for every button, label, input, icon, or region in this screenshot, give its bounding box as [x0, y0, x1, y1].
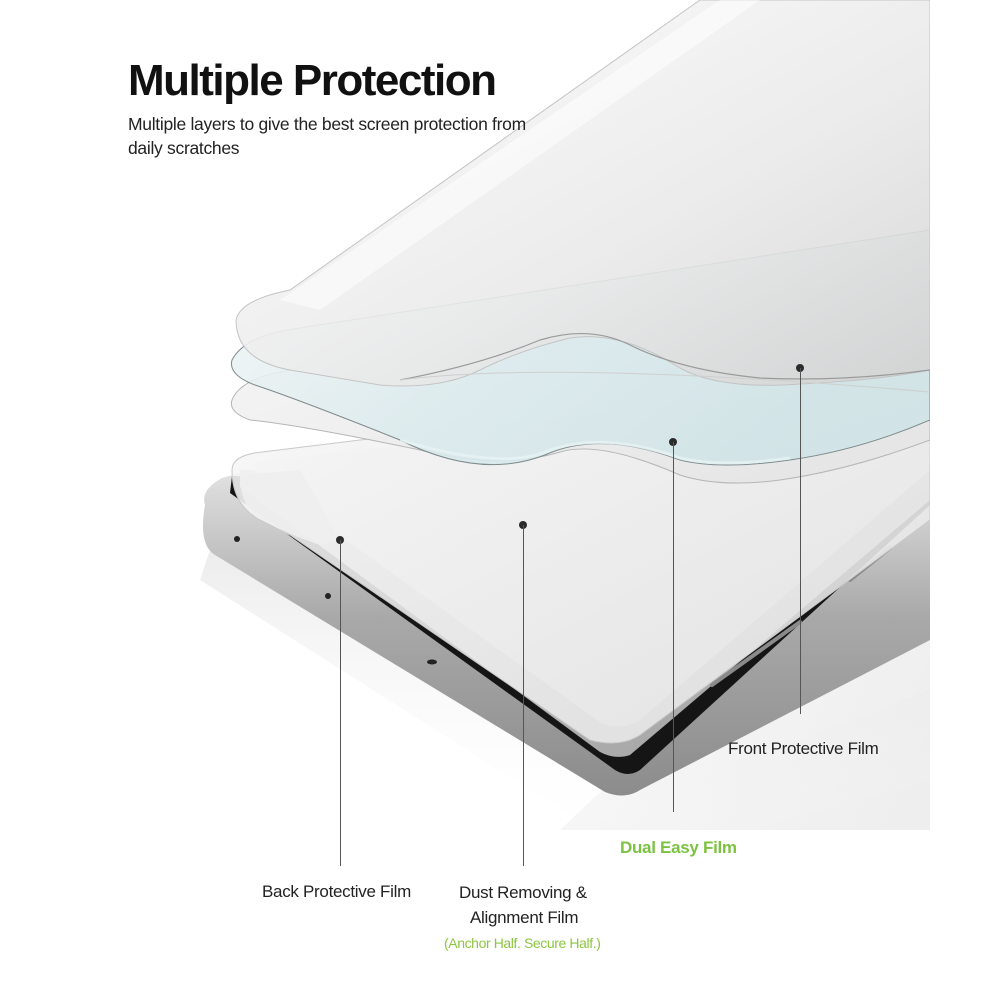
page-title: Multiple Protection [128, 56, 497, 105]
label-back-protective-film: Back Protective Film [262, 882, 411, 901]
leader-line-back-film [340, 540, 342, 866]
label-dual-easy-film: Dual Easy Film [620, 838, 737, 857]
leader-line-dust-film [523, 525, 525, 866]
label-anchor-secure-note: (Anchor Half. Secure Half.) [444, 935, 601, 951]
page-subtitle: Multiple layers to give the best screen … [128, 114, 526, 158]
phone-films-illustration [200, 0, 930, 860]
side-button-1 [710, 620, 802, 687]
frame-hole-2 [325, 593, 331, 599]
frame-port [427, 659, 437, 665]
frame-hole-1 [234, 536, 240, 542]
illustration-area [200, 0, 930, 860]
leader-line-dual-easy-film [673, 442, 675, 812]
leader-line-front-film [800, 368, 802, 714]
label-dust-removing-line2: Alignment Film [470, 908, 579, 927]
label-front-protective-film: Front Protective Film [728, 739, 879, 758]
label-dust-removing-line1: Dust Removing & [459, 883, 587, 902]
